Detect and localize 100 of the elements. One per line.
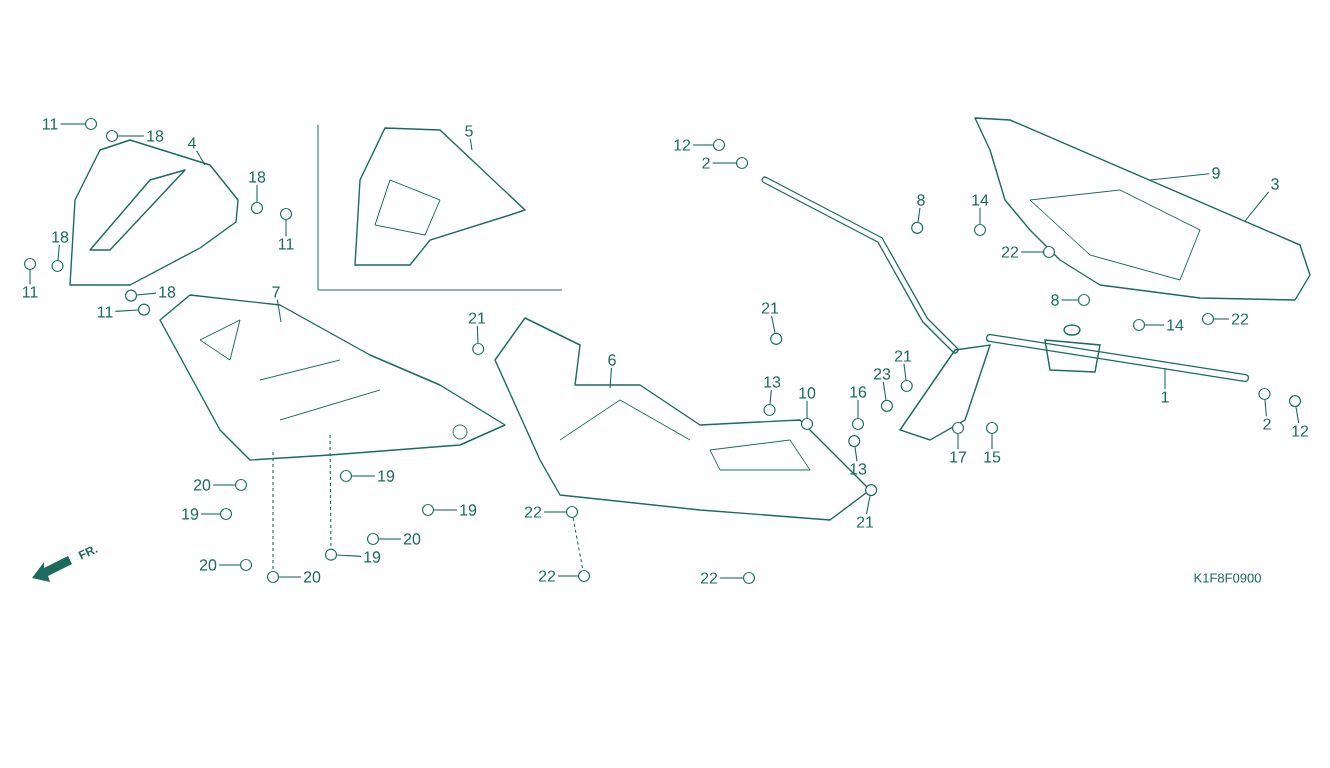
callout-number: 22: [700, 572, 718, 584]
leader-line: [256, 184, 258, 203]
leader-line: [903, 363, 907, 381]
callout-number: 11: [278, 238, 294, 250]
leader-line: [351, 475, 376, 477]
callout-number: 22: [538, 570, 556, 582]
fastener-drawing: [1042, 245, 1056, 259]
fastener-drawing: [973, 223, 987, 237]
callout-number: 21: [761, 302, 779, 314]
leader-line: [572, 517, 584, 571]
leader-line: [136, 292, 157, 296]
leader-line: [114, 309, 139, 312]
fastener-drawing: [1288, 395, 1302, 408]
leader-line: [1213, 318, 1230, 320]
callout-number: 18: [249, 171, 266, 183]
callout-number: 11: [22, 286, 38, 298]
drawing-code: K1F8F0900: [1194, 573, 1261, 583]
fastener-drawing: [250, 201, 264, 215]
fastener-drawing: [1077, 293, 1091, 307]
fastener-drawing: [900, 379, 913, 393]
fastener-drawing: [577, 569, 591, 583]
callout-number: 19: [182, 508, 199, 520]
callout-number: 19: [460, 504, 477, 516]
leader-line: [276, 299, 282, 323]
callout-number: 6: [608, 354, 616, 366]
leader-line: [272, 451, 274, 572]
fastener-drawing: [880, 399, 893, 412]
callout-number: 20: [303, 571, 321, 583]
leader-line: [285, 219, 287, 237]
callout-number: 21: [856, 516, 874, 528]
fastener-drawing: [1132, 318, 1146, 332]
fastener-drawing: [985, 421, 999, 435]
callout-number: 12: [1292, 425, 1309, 437]
callout-number: 19: [378, 470, 395, 482]
callout-number: 15: [984, 451, 1001, 463]
leader-line: [917, 207, 921, 223]
callout-number: 9: [1212, 167, 1220, 179]
callout-number: 7: [272, 286, 280, 298]
callout-number: 22: [1001, 246, 1019, 258]
fastener-drawing: [800, 417, 814, 431]
fastener-drawing: [712, 138, 726, 152]
callout-number: 13: [764, 376, 781, 388]
fastener-drawing: [472, 342, 485, 356]
leader-line: [278, 576, 302, 578]
callout-number: 20: [403, 533, 421, 545]
callout-number: 8: [917, 194, 925, 206]
callout-number: 20: [193, 479, 211, 491]
direction-label: FR.: [78, 546, 98, 560]
leader-line: [979, 207, 981, 225]
callout-number: 12: [674, 139, 691, 151]
leader-line: [117, 135, 145, 137]
fastener-drawing: [1201, 312, 1215, 326]
callout-number: 22: [1231, 313, 1249, 325]
fastener-drawing: [279, 207, 293, 221]
leader-line: [1295, 406, 1300, 424]
callout-number: 17: [950, 451, 967, 463]
leader-line: [712, 162, 737, 164]
leader-line: [1149, 173, 1210, 181]
leader-line: [857, 399, 859, 419]
callout-number: 21: [894, 350, 912, 362]
fastener-drawing: [565, 505, 579, 519]
fastener-drawing: [339, 469, 353, 483]
leader-line: [1264, 399, 1267, 417]
leader-line: [991, 433, 993, 450]
leader-line: [433, 509, 458, 511]
fastener-drawing: [851, 417, 865, 431]
callout-number: 22: [524, 506, 542, 518]
callout-number: 3: [1271, 178, 1279, 190]
callout-number: 21: [468, 312, 486, 324]
leader-line: [1020, 251, 1044, 253]
leader-line: [1164, 367, 1166, 390]
callout-number: 23: [873, 368, 891, 380]
leader-line: [1061, 299, 1079, 301]
callout-number: 18: [52, 231, 69, 243]
leader-line: [609, 367, 612, 389]
callout-number: 19: [364, 551, 381, 563]
leader-line: [196, 150, 206, 166]
leader-line: [476, 325, 479, 344]
leader-line: [557, 575, 579, 577]
fastener-drawing: [137, 303, 151, 316]
callout-number: 10: [799, 387, 816, 399]
fastener-drawing: [219, 507, 233, 521]
leader-line: [854, 446, 858, 462]
leader-line: [771, 315, 776, 334]
fastener-drawing: [735, 156, 749, 170]
callout-number: 13: [850, 463, 867, 475]
callout-number: 5: [465, 125, 473, 137]
leader-line: [692, 144, 714, 146]
leader-line: [719, 577, 744, 579]
leader-line: [378, 538, 402, 540]
fastener-drawing: [742, 571, 756, 585]
leader-line: [59, 123, 86, 125]
fastener-drawing: [421, 503, 435, 517]
fastener-drawing: [324, 548, 338, 561]
fastener-drawing: [239, 558, 253, 572]
fastener-drawing: [848, 435, 861, 448]
fastener-drawing: [51, 259, 64, 273]
callout-number: 14: [1167, 319, 1184, 331]
callout-number: 16: [850, 386, 867, 398]
callout-number: 11: [42, 118, 58, 130]
